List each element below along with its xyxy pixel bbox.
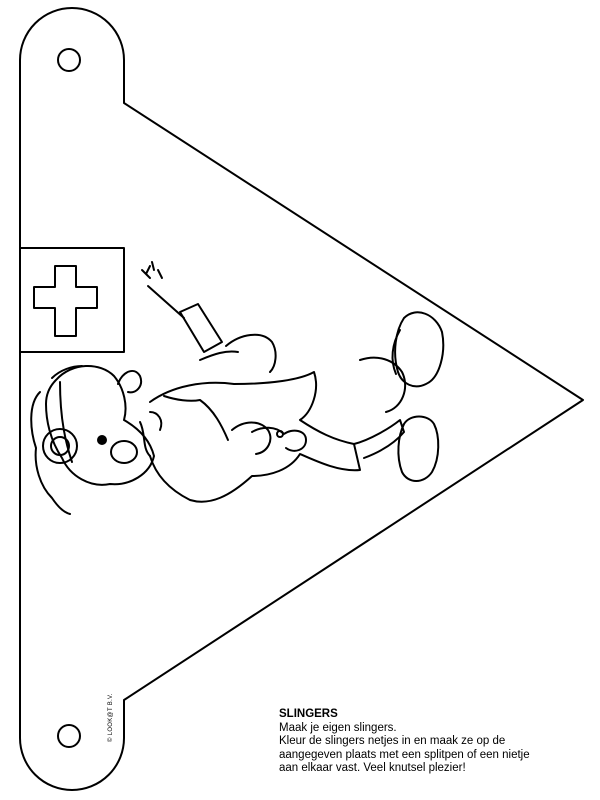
first-aid-box — [19, 247, 125, 353]
instructions-line: aan elkaar vast. Veel knutsel plezier! — [279, 762, 466, 775]
top-punch-hole — [57, 48, 81, 72]
syringe-icon — [147, 285, 185, 319]
instructions-block: SLINGERS Maak je eigen slingers. Kleur d… — [279, 708, 597, 776]
shoe-bottom — [397, 415, 440, 482]
head-mirror-icon — [42, 428, 78, 464]
pennant-outline — [19, 7, 584, 791]
copyright-notice: © LOOK@T B.V. — [108, 693, 114, 742]
shoe-top — [394, 311, 445, 388]
instructions-line: aangegeven plaats met een splitpen of ee… — [279, 748, 530, 761]
doctor-character — [30, 261, 445, 515]
instructions-title: SLINGERS — [279, 708, 338, 720]
bottom-punch-hole — [57, 724, 81, 748]
instructions-line: Kleur de slingers netjes in en maak ze o… — [279, 735, 506, 748]
instructions-line: Maak je eigen slingers. — [279, 721, 397, 734]
medical-cross-icon — [33, 265, 98, 337]
